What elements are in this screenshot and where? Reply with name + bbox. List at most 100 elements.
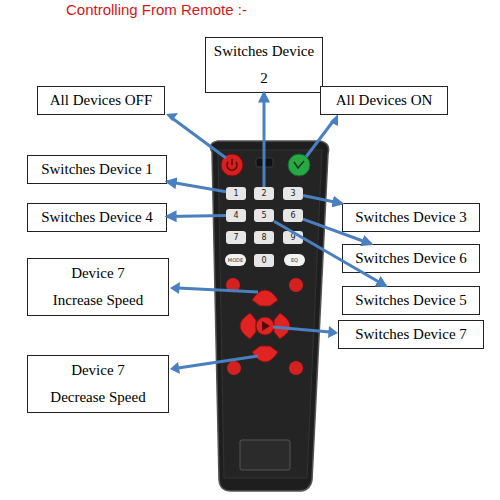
remote-key: 1 <box>226 187 246 200</box>
arrow-head <box>170 282 180 294</box>
key-label: 7 <box>233 233 238 243</box>
text-stack: 8 <box>261 233 266 243</box>
leader-arrow <box>274 221 386 286</box>
key-label: 9 <box>290 233 295 243</box>
text-stack: Switches Device 5 <box>355 287 467 314</box>
callout-box: Switches Device 4 <box>27 203 167 232</box>
round-button <box>289 361 303 375</box>
round-button <box>227 361 241 375</box>
down-button <box>252 346 278 362</box>
leader-heads <box>166 113 338 374</box>
key-label: 1 <box>233 189 238 199</box>
text-stack: Switches Device 4 <box>41 204 153 231</box>
box-label: Switches Device 5 <box>355 287 467 314</box>
callout-box: Switches Device 7 <box>338 320 484 349</box>
remote-key: 3 <box>283 187 303 200</box>
text-stack: 5 <box>261 211 266 221</box>
ir-window <box>256 158 273 167</box>
key-label: 0 <box>261 256 266 266</box>
box-label: All Devices ON <box>336 87 433 114</box>
arrow-head <box>328 326 338 338</box>
box-label: Device 7 Decrease Speed <box>48 357 148 411</box>
remote-face <box>218 150 322 478</box>
remote-key: 8 <box>254 231 274 244</box>
remote-key: 2 <box>254 187 274 200</box>
box-label: Switches Device 7 <box>355 321 467 348</box>
text-stack: EQ <box>291 257 298 263</box>
leader-arrow <box>263 93 266 187</box>
key-label: MODE <box>228 257 243 263</box>
text-stack: Switches Device 3 <box>355 204 467 231</box>
key-label: EQ <box>291 257 298 263</box>
leader-line <box>178 288 258 292</box>
power-icon <box>227 159 237 170</box>
leader-lines <box>172 118 334 368</box>
leader-line <box>178 356 258 368</box>
box-label: Switches Device 2 <box>210 38 318 92</box>
arrow-head <box>170 362 180 374</box>
text-stack: Switches Device 2 <box>210 38 318 92</box>
text-stack: Switches Device 1 <box>41 156 153 183</box>
text-stack: 7 <box>233 233 238 243</box>
remote-key: 9 <box>283 231 303 244</box>
text-stack: Device 7 Increase Speed <box>48 260 148 314</box>
text-stack: 3 <box>290 189 295 199</box>
key-label: 6 <box>290 211 295 221</box>
box-label: Device 7 Increase Speed <box>48 260 148 314</box>
remote-body <box>210 141 328 491</box>
text-stack: MODE <box>228 257 243 263</box>
callout-box: All Devices ON <box>320 86 448 115</box>
box-label: All Devices OFF <box>50 87 153 114</box>
arrow-head <box>166 113 178 121</box>
text-stack: Switches Device 7 <box>355 321 467 348</box>
callout-box: Switches Device 6 <box>342 244 480 273</box>
text-stack: 0 <box>261 256 266 266</box>
remote-key: 5 <box>254 209 274 222</box>
box-label: Switches Device 4 <box>41 204 153 231</box>
diagram-title: Controlling From Remote :- <box>66 1 247 18</box>
callout-box: Device 7 Increase Speed <box>27 258 169 316</box>
remote-key: 0 <box>254 254 274 267</box>
key-label: 8 <box>261 233 266 243</box>
center-button <box>256 317 274 335</box>
box-label: Switches Device 3 <box>355 204 467 231</box>
left-button <box>240 313 256 339</box>
text-stack: Device 7 Decrease Speed <box>48 357 148 411</box>
key-label: 2 <box>261 189 266 199</box>
text-stack: 2 <box>261 189 266 199</box>
leader-arrow <box>303 219 371 244</box>
play-icon <box>262 321 270 331</box>
remote-key: 7 <box>226 231 246 244</box>
text-stack: 9 <box>290 233 295 243</box>
callout-box: Switches Device 1 <box>27 155 167 184</box>
key-label: 5 <box>261 211 266 221</box>
leader-line <box>273 327 330 332</box>
callout-box: All Devices OFF <box>37 86 165 115</box>
battery-cover <box>240 440 290 470</box>
arrow-head <box>330 114 338 126</box>
callout-box: Device 7 Decrease Speed <box>27 355 169 413</box>
text-stack: 1 <box>233 189 238 199</box>
remote-key: EQ <box>284 254 305 266</box>
leader-line <box>172 118 226 158</box>
box-label: Switches Device 1 <box>41 156 153 183</box>
round-button <box>289 278 303 292</box>
text-stack: All Devices ON <box>336 87 433 114</box>
key-label: 4 <box>233 211 238 221</box>
text-stack: 6 <box>290 211 295 221</box>
remote-key: MODE <box>225 254 246 266</box>
mute-icon <box>294 161 304 168</box>
text-stack: 4 <box>233 211 238 221</box>
leader-arrow <box>303 196 342 204</box>
leader-arrow <box>167 182 226 192</box>
callout-box: Switches Device 3 <box>342 203 480 232</box>
remote-key: 6 <box>283 209 303 222</box>
leader-arrow <box>167 214 226 218</box>
callout-box: Switches Device 2 <box>205 37 323 93</box>
remote-key: 4 <box>226 209 246 222</box>
text-stack: All Devices OFF <box>50 87 153 114</box>
key-label: 3 <box>290 189 295 199</box>
callout-box: Switches Device 5 <box>342 286 480 315</box>
